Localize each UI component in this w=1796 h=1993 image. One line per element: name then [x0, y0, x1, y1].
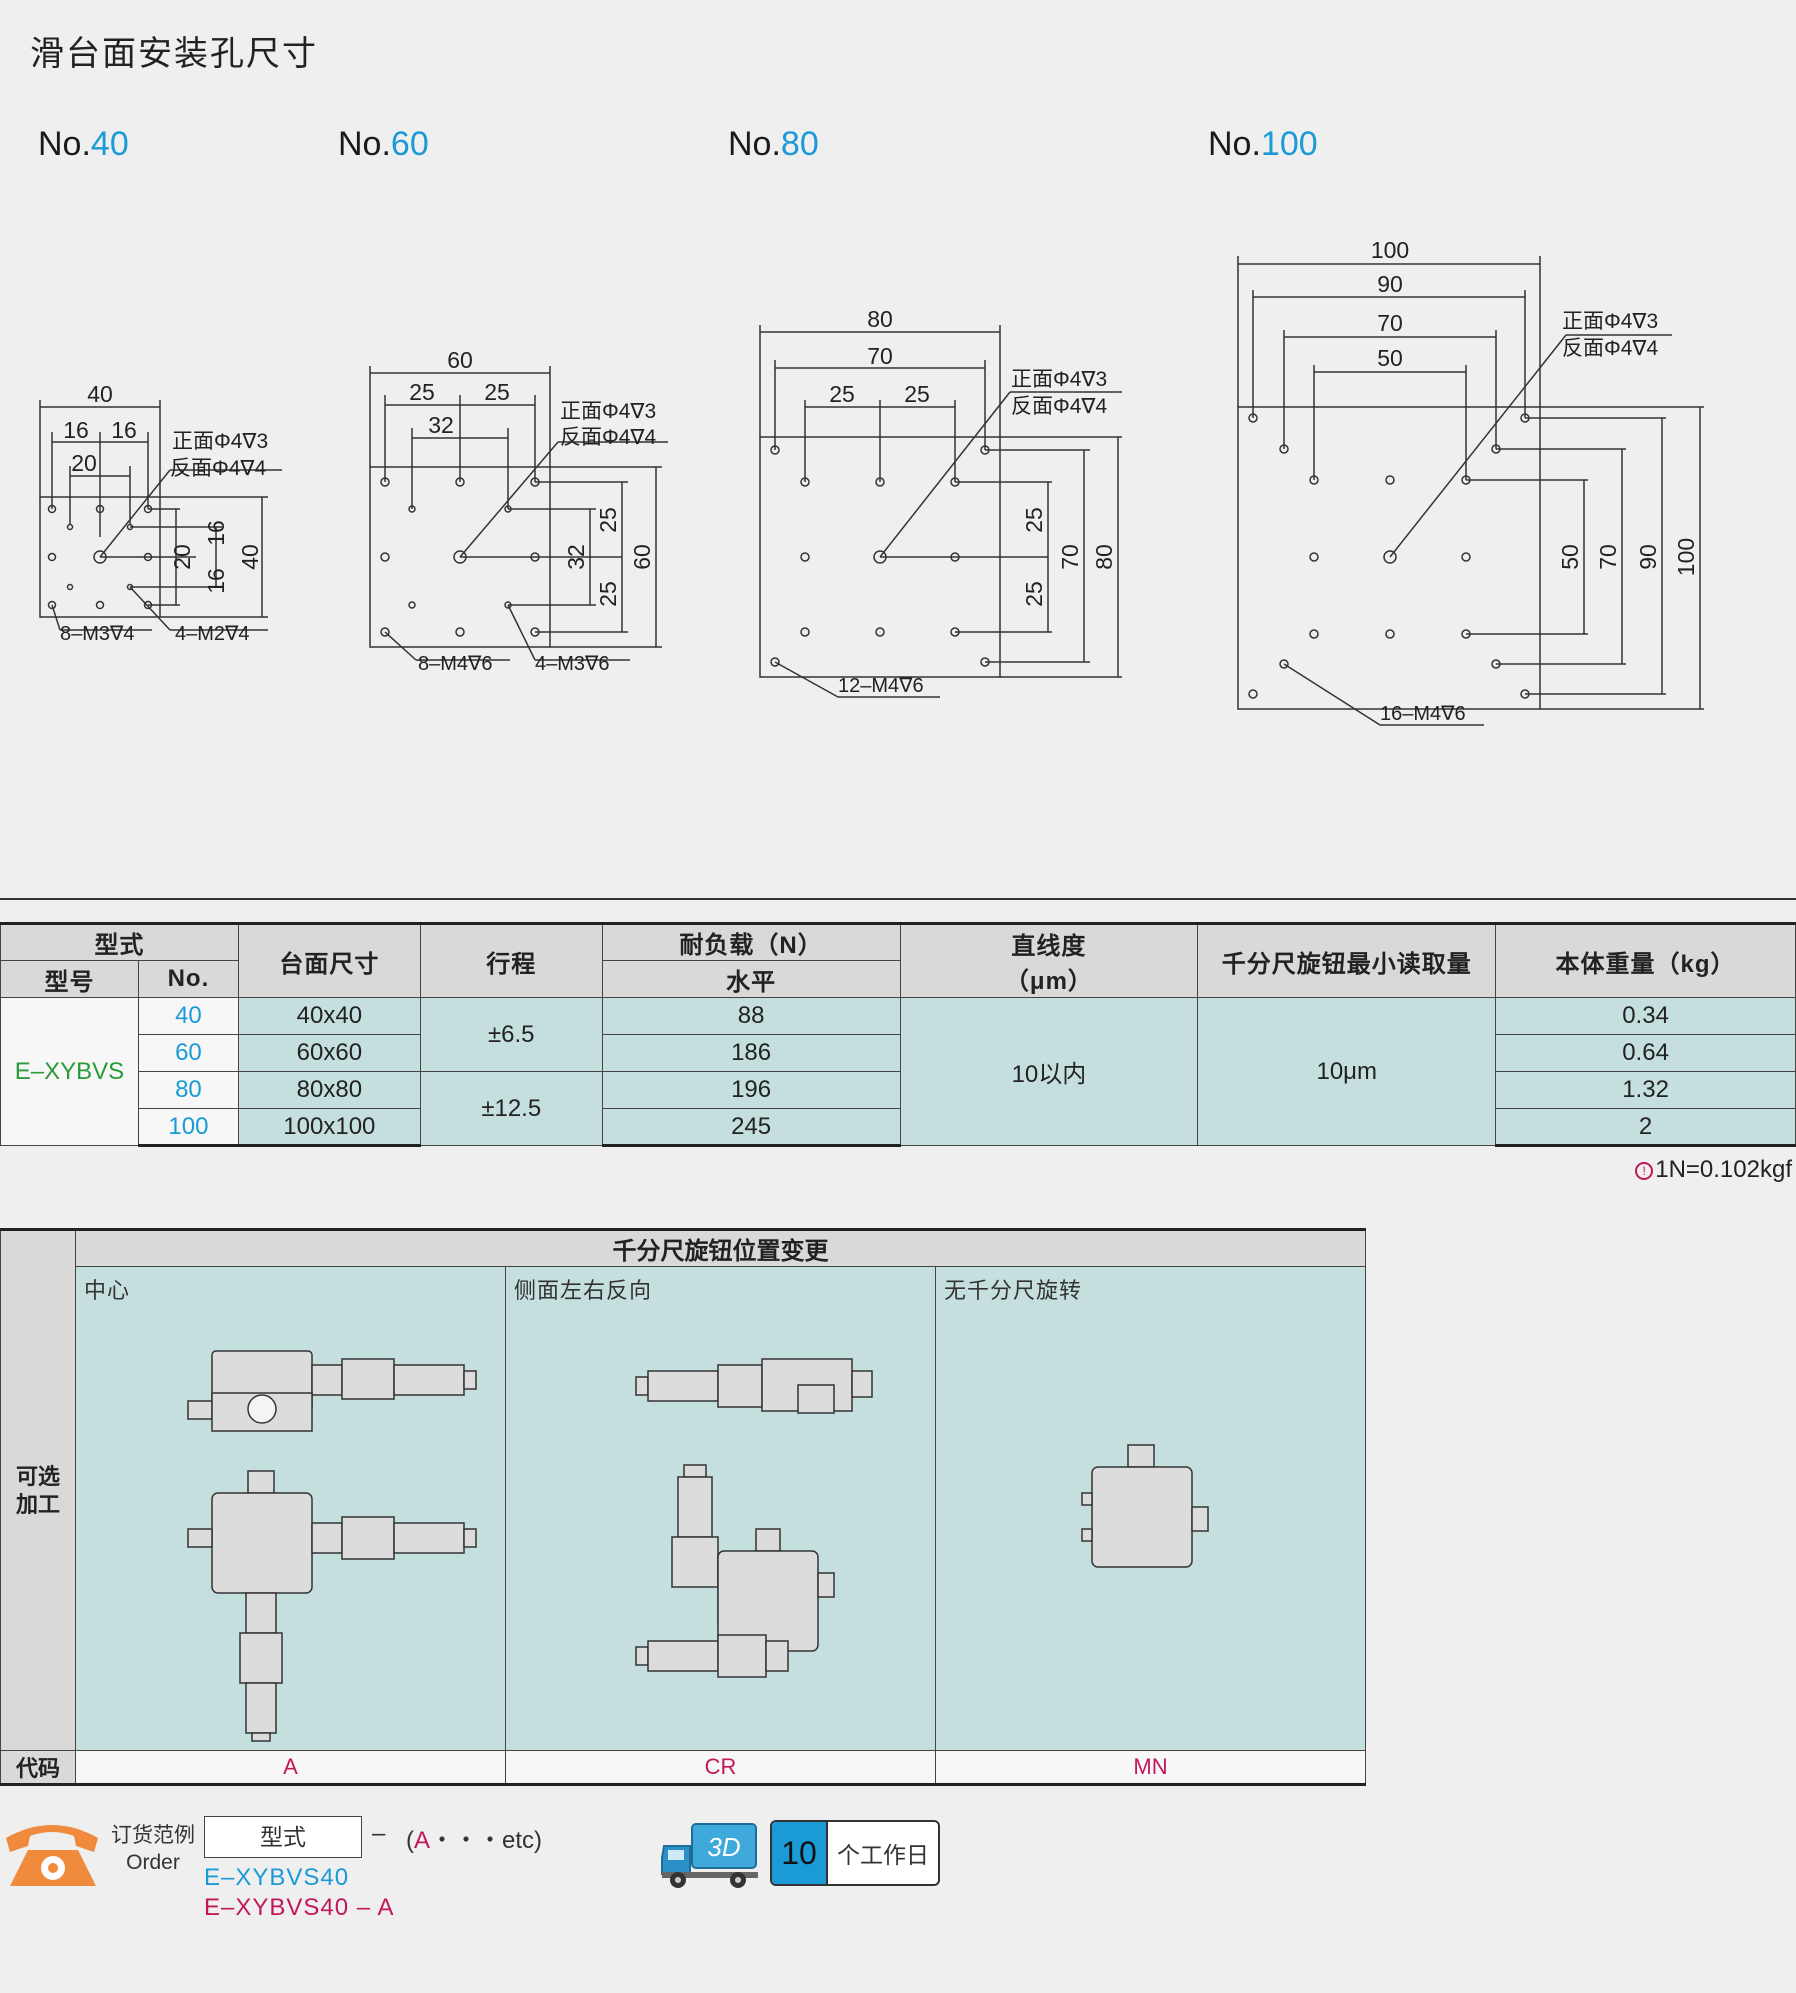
svg-text:25: 25 — [409, 379, 435, 405]
front-hole-60: 正面Φ4∇3 — [560, 400, 656, 423]
back-hole-80: 反面Φ4∇4 — [1011, 395, 1107, 418]
svg-text:16: 16 — [203, 568, 229, 594]
order-example-1: E–XYBVS40 — [204, 1864, 350, 1891]
svg-text:100: 100 — [1673, 538, 1699, 576]
svg-text:8–M3∇4: 8–M3∇4 — [60, 623, 135, 645]
code-mn: MN — [935, 1750, 1366, 1786]
order-option-hint: (A・・・etc) — [406, 1827, 543, 1854]
svg-text:100: 100 — [1371, 237, 1409, 263]
svg-text:25: 25 — [595, 581, 621, 607]
delivery-truck-icon: 3D — [661, 1823, 758, 1888]
back-hole-60: 反面Φ4∇4 — [560, 426, 656, 449]
model-heading-60: No.60 — [338, 125, 429, 163]
svg-text:16–M4∇6: 16–M4∇6 — [1380, 703, 1466, 725]
svg-text:16: 16 — [63, 417, 89, 443]
stage-no-micrometer-illustration — [1081, 1444, 1209, 1568]
table-row: 100 100x100 245 2 — [1, 1108, 1796, 1147]
svg-text:90: 90 — [1635, 544, 1661, 570]
model-heading-40: No.40 — [38, 125, 129, 163]
back-hole-40: 反面Φ4∇4 — [170, 457, 266, 480]
svg-text:25: 25 — [595, 507, 621, 533]
stage-center-illustration — [187, 1350, 477, 1742]
svg-text:25: 25 — [829, 381, 855, 407]
order-example-2: E–XYBVS40 – A — [204, 1894, 395, 1921]
option-side-label: 可选加工 — [0, 1228, 76, 1751]
svg-text:70: 70 — [1377, 310, 1403, 336]
svg-text:50: 50 — [1557, 544, 1583, 570]
svg-text:16: 16 — [203, 520, 229, 546]
spec-table: 型式 台面尺寸 行程 耐负载（N） 直线度（μm） 千分尺旋钮最小读取量 本体重… — [0, 922, 1796, 1147]
svg-text:70: 70 — [1595, 544, 1621, 570]
svg-text:32: 32 — [428, 412, 454, 438]
phone-icon — [6, 1825, 98, 1886]
mounting-hole-drawings: 40 16 16 20 正面Φ4∇3 反面Φ4∇4 8–M3∇4 4–M2∇4 … — [39, 237, 1704, 726]
front-hole-100: 正面Φ4∇3 — [1562, 310, 1658, 333]
lead-time-badge: 10 个工作日 — [770, 1820, 940, 1886]
svg-text:60: 60 — [447, 347, 473, 373]
table-row: 60 60x60 186 0.64 — [1, 1034, 1796, 1072]
front-hole-40: 正面Φ4∇3 — [172, 430, 268, 453]
svg-text:12–M4∇6: 12–M4∇6 — [838, 675, 924, 697]
code-a: A — [75, 1750, 506, 1786]
option-side-reverse: 侧面左右反向 — [505, 1266, 936, 1751]
code-cr: CR — [505, 1750, 936, 1786]
model-heading-80: No.80 — [728, 125, 819, 163]
svg-text:80: 80 — [1091, 544, 1117, 570]
option-center: 中心 — [75, 1266, 506, 1751]
model-heading-100: No.100 — [1208, 125, 1318, 163]
table-row: 80 80x80 ±12.5 196 1.32 — [1, 1071, 1796, 1146]
option-no-micrometer: 无千分尺旋转 — [935, 1266, 1366, 1751]
svg-text:60: 60 — [629, 544, 655, 570]
svg-text:4–M3∇6: 4–M3∇6 — [535, 653, 610, 675]
front-hole-80: 正面Φ4∇3 — [1011, 368, 1107, 391]
svg-text:70: 70 — [867, 343, 893, 369]
svg-text:16: 16 — [111, 417, 137, 443]
svg-text:25: 25 — [484, 379, 510, 405]
plate-100 — [1237, 406, 1541, 710]
svg-text:20: 20 — [71, 450, 97, 476]
section-divider — [0, 898, 1796, 900]
svg-text:20: 20 — [169, 544, 195, 570]
svg-text:25: 25 — [1021, 581, 1047, 607]
back-hole-100: 反面Φ4∇4 — [1562, 337, 1658, 360]
dim-40-width: 40 — [87, 381, 113, 407]
svg-text:8–M4∇6: 8–M4∇6 — [418, 653, 493, 675]
stage-reverse-illustration — [635, 1358, 873, 1678]
svg-text:50: 50 — [1377, 345, 1403, 371]
svg-text:90: 90 — [1377, 271, 1403, 297]
option-table: 可选加工 千分尺旋钮位置变更 中心 — [0, 1228, 1366, 1786]
svg-text:40: 40 — [237, 544, 263, 570]
svg-text:25: 25 — [1021, 507, 1047, 533]
svg-text:70: 70 — [1057, 544, 1083, 570]
order-type-box: 型式 — [204, 1816, 362, 1858]
unit-note: !1N=0.102kgf — [1635, 1156, 1792, 1184]
svg-text:32: 32 — [563, 544, 589, 570]
page-title: 滑台面安装孔尺寸 — [30, 35, 318, 73]
svg-text:25: 25 — [904, 381, 930, 407]
svg-text:80: 80 — [867, 306, 893, 332]
svg-text:3D: 3D — [707, 1832, 740, 1862]
info-icon: ! — [1635, 1162, 1654, 1180]
svg-text:4–M2∇4: 4–M2∇4 — [175, 623, 250, 645]
table-row: E–XYBVS 40 40x40 ±6.5 88 10以内 10μm 0.34 — [0, 997, 1796, 1146]
